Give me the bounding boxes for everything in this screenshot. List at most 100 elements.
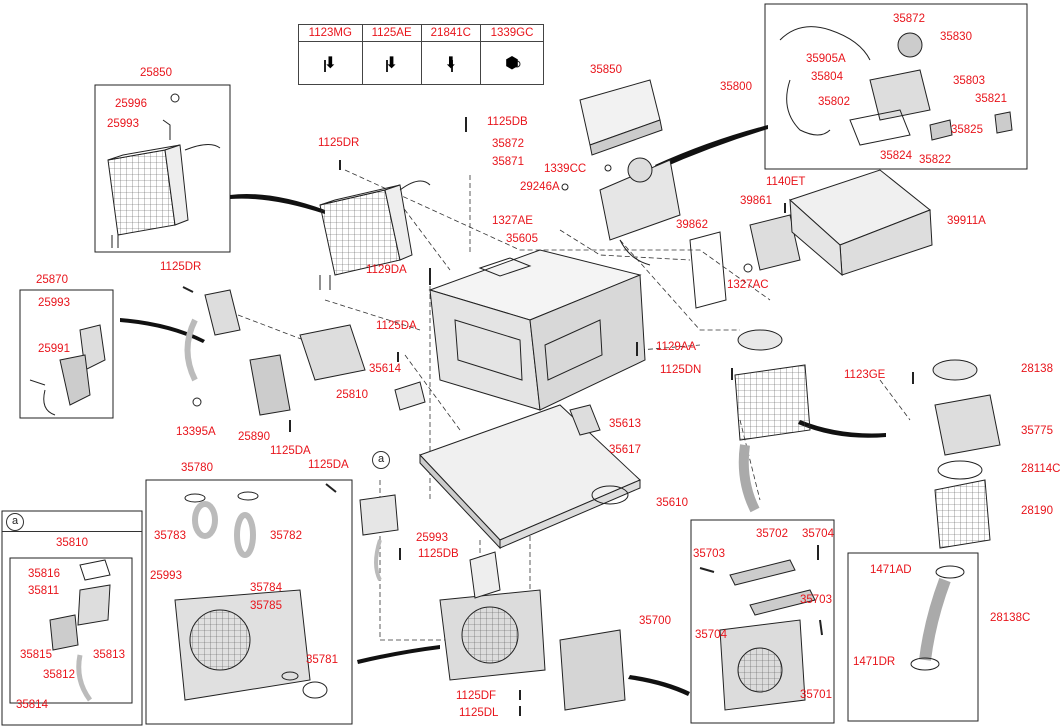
label-35814: 35814 (16, 699, 48, 711)
label-35701: 35701 (800, 689, 832, 701)
label-35617: 35617 (609, 444, 641, 456)
label-35703: 35703 (800, 594, 832, 606)
label-35700: 35700 (639, 615, 671, 627)
pointer-arrows (120, 125, 886, 696)
label-35811: 35811 (28, 585, 60, 597)
label-28190: 28190 (1021, 505, 1053, 517)
label-1129da: 1129DA (366, 264, 407, 276)
label-35780: 35780 (181, 462, 213, 474)
frame-25850 (94, 84, 231, 253)
label-35785: 35785 (250, 600, 282, 612)
label-28138: 28138 (1021, 363, 1053, 375)
label-35782: 35782 (270, 530, 302, 542)
label-35614: 35614 (369, 363, 401, 375)
detail-marker: a (372, 451, 390, 469)
label-35815: 35815 (20, 649, 52, 661)
label-35830: 35830 (940, 31, 972, 43)
label-35800: 35800 (720, 81, 752, 93)
parts-table-header: 1123MG (298, 24, 363, 42)
bolt-icon: ⬇ (298, 41, 363, 85)
cover-35850-art (561, 79, 681, 266)
frame-detail-a (1, 510, 143, 726)
label-35783: 35783 (154, 530, 186, 542)
label-25996: 25996 (115, 98, 147, 110)
parts-table-header: 1125AE (361, 24, 422, 42)
label-1125db: 1125DB (487, 116, 528, 128)
label-35872: 35872 (492, 138, 524, 150)
label-35704: 35704 (695, 629, 727, 641)
compressor-center-art (439, 551, 626, 711)
label-1125da: 1125DA (376, 320, 417, 332)
label-1125db: 1125DB (418, 548, 459, 560)
label-1125dn: 1125DN (660, 364, 702, 376)
detail-a-header (2, 511, 142, 532)
label-35775: 35775 (1021, 425, 1053, 437)
label-29246a: 29246A (520, 181, 560, 193)
pump-25810-art (184, 289, 366, 416)
label-35871: 35871 (492, 156, 524, 168)
label-25810: 25810 (336, 389, 368, 401)
label-35784: 35784 (250, 582, 282, 594)
label-39911a: 39911A (947, 215, 986, 227)
frame-28138c (847, 552, 979, 722)
cover-39911a-art (789, 169, 933, 277)
harness-35800-art (779, 26, 1013, 146)
label-1129aa: 1129AA (656, 341, 697, 353)
label-39862: 39862 (676, 219, 708, 231)
label-35613: 35613 (609, 418, 641, 430)
label-35850: 35850 (590, 64, 622, 76)
label-35822: 35822 (919, 154, 951, 166)
detail-marker: a (6, 513, 24, 531)
label-35810: 35810 (56, 537, 88, 549)
label-1125da: 1125DA (270, 445, 311, 457)
throttle-35775-art (932, 359, 1001, 549)
label-39861: 39861 (740, 195, 772, 207)
label-1125df: 1125DF (456, 690, 497, 702)
bolt-icon: ⬇ (420, 41, 481, 85)
label-25993: 25993 (150, 570, 182, 582)
label-1471ad: 1471AD (870, 564, 912, 576)
label-35825: 35825 (951, 124, 983, 136)
label-25991: 25991 (38, 343, 70, 355)
label-28114c: 28114C (1021, 463, 1061, 475)
mount-35700-art (719, 559, 816, 711)
label-1125dr: 1125DR (318, 137, 360, 149)
hose-28138c-art (910, 565, 965, 671)
bracket-39862-art (689, 214, 801, 309)
frame-35810 (9, 557, 133, 704)
parts-table: 1123MG 1125AE 21841C 1339GC ⬇ ⬇ ⬇ ⬢ (298, 24, 545, 85)
label-35872: 35872 (893, 13, 925, 25)
label-25993: 25993 (107, 118, 139, 130)
pump-25870-art (29, 324, 106, 416)
label-1125dl: 1125DL (459, 707, 499, 719)
module-25850-art (107, 93, 221, 248)
module-upper-art (319, 180, 431, 290)
label-35703: 35703 (693, 548, 725, 560)
label-1339cc: 1339CC (544, 163, 587, 175)
label-25850: 25850 (140, 67, 172, 79)
label-25993: 25993 (38, 297, 70, 309)
label-35821: 35821 (975, 93, 1007, 105)
label-1471dr: 1471DR (853, 656, 896, 668)
parts-table-header: 21841C (420, 24, 481, 42)
label-25890: 25890 (238, 431, 270, 443)
label-35812: 35812 (43, 669, 75, 681)
frame-25870 (19, 289, 114, 419)
label-35803: 35803 (953, 75, 985, 87)
label-35813: 35813 (93, 649, 125, 661)
label-25993: 25993 (416, 532, 448, 544)
compressor-35780-art (174, 491, 328, 701)
frame-35800 (764, 3, 1028, 170)
label-1125dr: 1125DR (160, 261, 202, 273)
nut-icon: ⬢ (479, 41, 545, 85)
bolt-icon: ⬇ (361, 41, 422, 85)
label-1140et: 1140ET (766, 176, 806, 188)
parts-table-header: 1339GC (479, 24, 545, 42)
frame-35700 (690, 519, 835, 724)
bracket-35614 (394, 381, 426, 411)
label-35704: 35704 (802, 528, 834, 540)
frame-35780 (145, 479, 353, 725)
label-35702: 35702 (756, 528, 788, 540)
